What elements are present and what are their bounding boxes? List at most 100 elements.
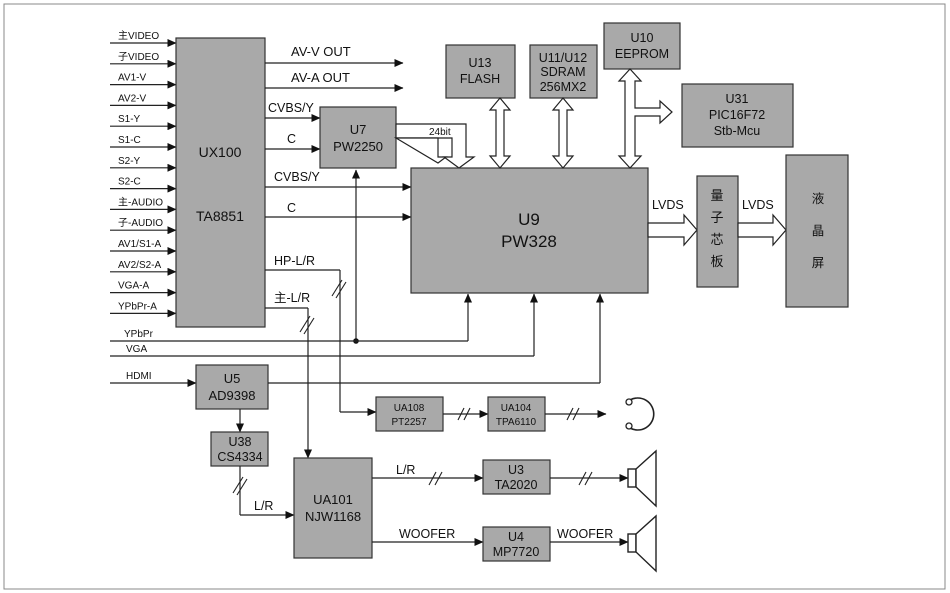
u31-label: U31 (726, 92, 749, 106)
input-label: 子-AUDIO (118, 217, 163, 229)
u7-label: U7 (350, 122, 367, 137)
input-label: AV2/S2-A (118, 260, 161, 271)
lcd-block: 液 晶 屏 (785, 154, 849, 308)
headphone-icon (625, 397, 655, 431)
u3-part: TA2020 (495, 478, 538, 492)
u13-label: U13 (469, 56, 492, 70)
input-label: YPbPr-A (118, 301, 157, 312)
vga-route: VGA (110, 293, 538, 357)
vga-input-label: VGA (126, 344, 147, 355)
panel-board-char-4: 板 (710, 254, 723, 269)
ua104-to-headphone (545, 407, 607, 421)
ua104-label: UA104 (501, 403, 532, 414)
woofer-speaker-icon (627, 514, 657, 573)
lvds-label-1: LVDS (652, 198, 684, 212)
panel-board-block: 量 子 芯 板 (696, 175, 739, 288)
u4-part: MP7720 (493, 545, 540, 559)
u9-block: U9 PW328 (410, 167, 649, 294)
u10-label: U10 (631, 31, 654, 45)
ua101-block: UA101 NJW1168 (293, 457, 373, 559)
board-lvds-arrow (737, 213, 787, 247)
u38-to-ua101-route: L/R (232, 466, 295, 519)
u7-to-u9-bus: 24bit (393, 123, 476, 169)
u11-size: 256MX2 (540, 80, 587, 94)
u5-part: AD9398 (209, 388, 256, 403)
u4-label: U4 (508, 530, 524, 544)
input-label: AV1-V (118, 73, 146, 84)
u3-to-speaker (550, 471, 629, 486)
ua108-part: PT2257 (391, 417, 426, 428)
u38-part: CS4334 (217, 450, 262, 464)
u5-block: U5 AD9398 (195, 364, 269, 410)
u7-block: U7 PW2250 (319, 106, 397, 169)
woofer-label-2: WOOFER (557, 527, 613, 541)
u31-role: Stb-Mcu (714, 124, 761, 138)
lcd-char-1: 液 (812, 191, 825, 206)
u10-u9-u31-bus (617, 68, 673, 169)
u7-part: PW2250 (333, 139, 383, 154)
ua101-to-u4: WOOFER (372, 527, 484, 546)
ua108-label: UA108 (394, 403, 425, 414)
bus-24bit-label: 24bit (429, 127, 451, 138)
hp-lr-route: HP-L/R (265, 254, 377, 416)
u11-label: U11/U12 (539, 51, 587, 65)
av-a-out-label: AV-A OUT (291, 70, 350, 85)
input-label: S1-Y (118, 114, 141, 125)
panel-board-char-3: 芯 (710, 232, 723, 247)
av-v-out-label: AV-V OUT (291, 44, 351, 59)
ua108-to-ua104 (443, 407, 489, 421)
u10-part: EEPROM (615, 47, 669, 61)
cvbs-y-label-1: CVBS/Y (268, 101, 315, 115)
u13-block: U13 FLASH (445, 44, 516, 99)
av-out-lines: AV-V OUT AV-A OUT (265, 44, 404, 92)
ua101-part: NJW1168 (305, 509, 361, 524)
ua104-part: TPA6110 (496, 417, 537, 428)
ua101-label: UA101 (313, 492, 353, 507)
lr-label-amp: L/R (396, 463, 415, 477)
ypbpr-input-label: YPbPr (124, 329, 154, 340)
hp-lr-label: HP-L/R (274, 254, 315, 268)
u3-block: U3 TA2020 (482, 459, 551, 495)
hdmi-route: HDMI (110, 371, 197, 387)
u38-label: U38 (229, 435, 252, 449)
page-frame (3, 3, 946, 590)
ua101-to-u3: L/R (372, 463, 484, 486)
u9-label: U9 (518, 210, 540, 229)
input-signal-group: 主VIDEO 子VIDEO AV1-V AV2-V S1-Y S1-C S2-Y S2-C 主-… (110, 30, 177, 318)
input-label: AV2-V (118, 93, 146, 104)
input-label: 主-AUDIO (118, 196, 163, 208)
ua108-block: UA108 PT2257 (375, 396, 444, 432)
u4-to-woofer: WOOFER (550, 527, 629, 546)
input-label: 主VIDEO (118, 30, 159, 42)
c-label-1: C (287, 132, 296, 146)
main-lr-label: 主-L/R (274, 291, 310, 305)
input-label: S2-C (118, 177, 141, 188)
ux100-label: UX100 (199, 144, 242, 160)
input-label: S1-C (118, 135, 141, 146)
speaker-icon (627, 449, 657, 508)
input-label: S2-Y (118, 156, 141, 167)
u11-type: SDRAM (540, 65, 585, 79)
u31-block: U31 PIC16F72 Stb-Mcu (681, 83, 794, 148)
input-label: 子VIDEO (118, 51, 159, 63)
panel-board-char-1: 量 (710, 188, 723, 203)
u10-block: U10 EEPROM (603, 22, 681, 70)
u13-part: FLASH (460, 72, 500, 86)
input-label: AV1/S1-A (118, 239, 161, 250)
main-lr-route: 主-L/R (265, 291, 315, 459)
ux100-to-u9-lines: CVBS/Y C (265, 170, 412, 221)
u3-label: U3 (508, 463, 524, 477)
lcd-char-2: 晶 (812, 224, 825, 238)
u4-block: U4 MP7720 (482, 526, 551, 562)
c-label-2: C (287, 201, 296, 215)
input-label: VGA-A (118, 281, 149, 292)
u31-part: PIC16F72 (709, 108, 765, 122)
woofer-label-1: WOOFER (399, 527, 455, 541)
lr-label-u38: L/R (254, 499, 273, 513)
hdmi-input-label: HDMI (126, 371, 152, 382)
ua104-block: UA104 TPA6110 (487, 396, 546, 432)
u5-label: U5 (224, 371, 241, 386)
u11-u9-bus (551, 97, 575, 169)
u11-block: U11/U12 SDRAM 256MX2 (529, 44, 598, 99)
